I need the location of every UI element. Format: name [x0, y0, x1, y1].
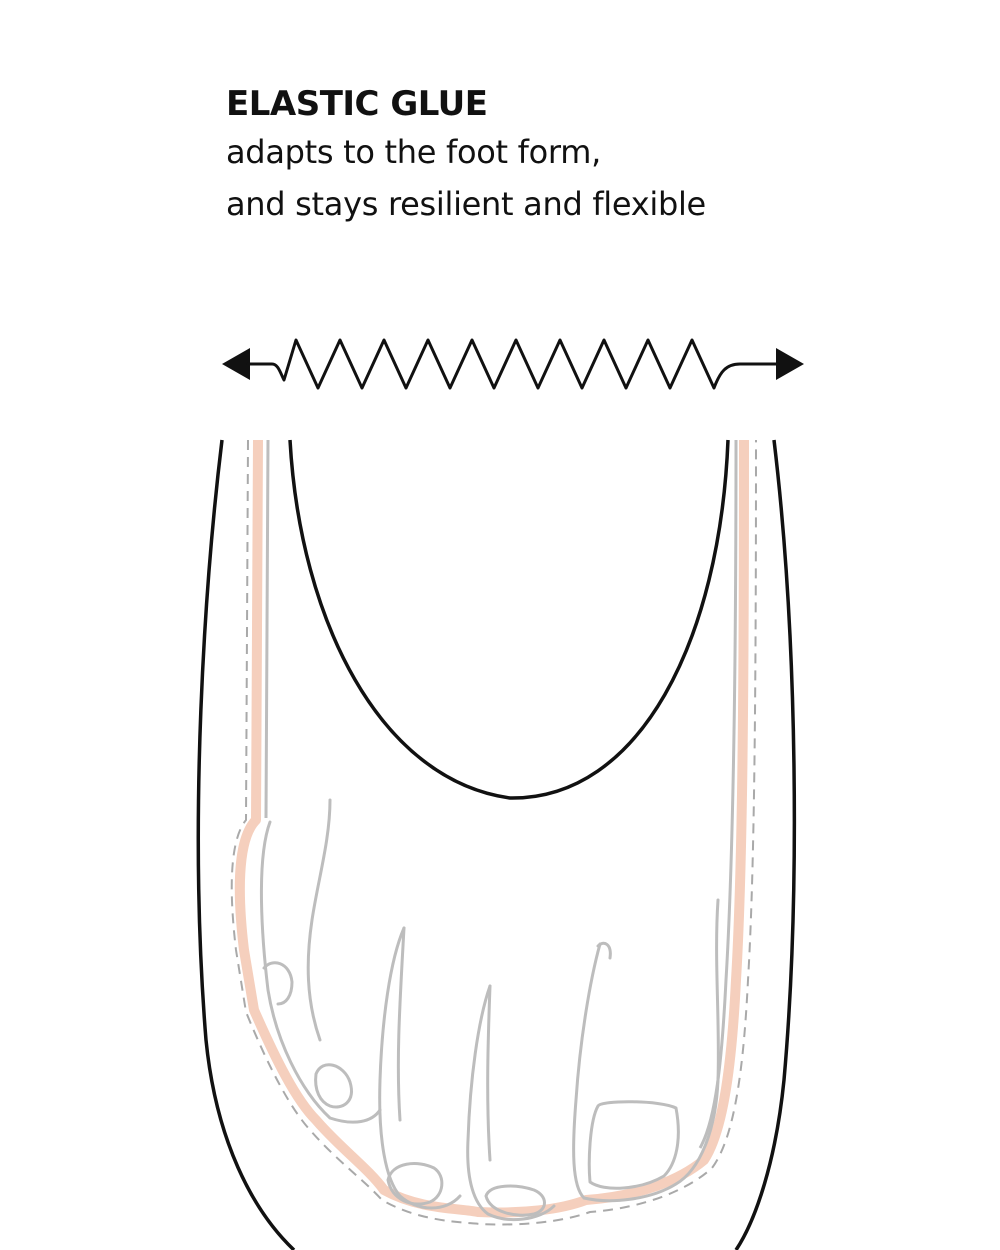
foot-contour-line [264, 439, 738, 1149]
little-toe [259, 820, 382, 1124]
arrowhead-right-icon [776, 348, 804, 380]
fourth-toenail [386, 1162, 444, 1206]
caption-title: ELASTIC GLUE [226, 84, 488, 124]
shoe-outer-outline [196, 439, 797, 1250]
toe-gap-2 [486, 984, 492, 1162]
little-toenail [314, 1063, 353, 1109]
wavy-line [246, 338, 780, 390]
toe-fold-left [262, 961, 294, 1006]
third-toenail [484, 1184, 546, 1217]
stretch-arrow-icon [222, 338, 804, 390]
elastic-glue-band [234, 439, 749, 1218]
caption: ELASTIC GLUE adapts to the foot form, an… [226, 82, 706, 230]
big-toe [582, 898, 720, 1203]
foot-outline [259, 798, 720, 1221]
glue-stitch-line [230, 439, 757, 1226]
caption-line-1: adapts to the foot form, [226, 133, 601, 171]
third-toe [466, 984, 556, 1221]
toe-gap-1 [396, 926, 406, 1122]
second-toe-fold [596, 941, 612, 960]
big-toenail [587, 1100, 680, 1190]
fourth-toe [378, 926, 462, 1210]
little-toe-inner [306, 798, 332, 1042]
caption-line-2: and stays resilient and flexible [226, 185, 706, 223]
shoe-collar-outline [288, 439, 730, 800]
arrowhead-left-icon [222, 348, 250, 380]
second-toe [572, 942, 602, 1200]
